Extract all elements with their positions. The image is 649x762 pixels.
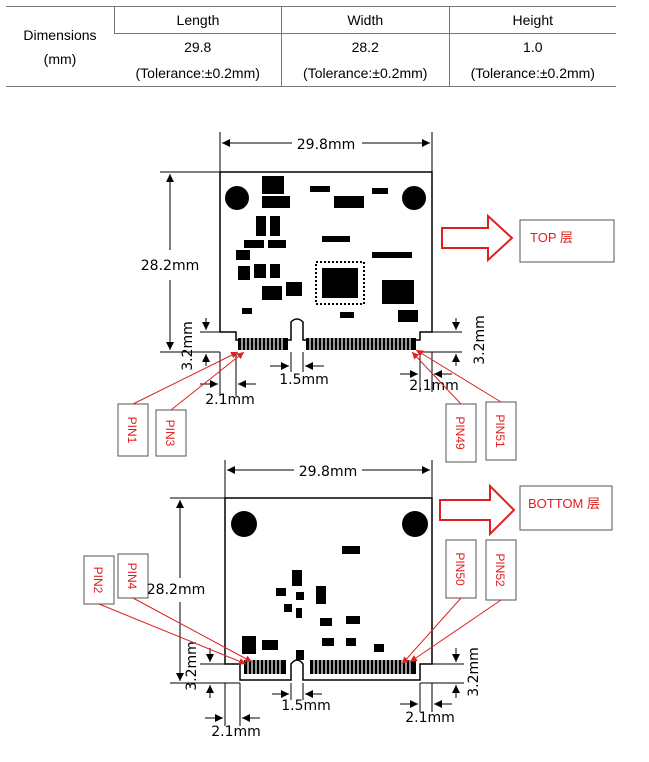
col-width-header: Width bbox=[280, 6, 450, 34]
height-tolerance: (Tolerance:±0.2mm) bbox=[448, 60, 616, 87]
pin2-box bbox=[83, 555, 115, 605]
width-tolerance: (Tolerance:±0.2mm) bbox=[280, 60, 450, 87]
pin3-box bbox=[155, 409, 187, 457]
length-tolerance: (Tolerance:±0.2mm) bbox=[114, 60, 282, 87]
unit-label: (mm) bbox=[43, 50, 77, 67]
top-right-edge-label: 3.2mm bbox=[472, 315, 488, 365]
bottom-right-offset-label: 2.1mm bbox=[405, 710, 455, 726]
top-left-offset-label: 2.1mm bbox=[205, 392, 255, 408]
pin52-label: PIN52 bbox=[493, 553, 507, 587]
col-height-header: Height bbox=[448, 6, 616, 34]
bottom-view: 29.8mm 28.2mm 3.2mm 3.2mm 1.5mm 2.1mm bbox=[83, 460, 613, 740]
bottom-left-edge-label: 3.2mm bbox=[184, 641, 200, 691]
col-length-header: Length bbox=[114, 6, 282, 34]
top-hole-right bbox=[402, 186, 426, 210]
top-main-chip bbox=[322, 268, 358, 298]
pin51-label: PIN51 bbox=[493, 414, 507, 448]
bottom-right-edge-label: 3.2mm bbox=[466, 647, 482, 697]
height-value: 1.0 bbox=[448, 33, 616, 60]
dimensions-label: Dimensions bbox=[23, 26, 97, 43]
pin3-label: PIN3 bbox=[163, 420, 177, 447]
length-value: 29.8 bbox=[184, 39, 212, 55]
pin49-label: PIN49 bbox=[453, 416, 467, 450]
top-layer-label: TOP 层 bbox=[530, 230, 573, 245]
top-width-label: 29.8mm bbox=[297, 137, 355, 153]
top-pins bbox=[238, 338, 416, 350]
top-components bbox=[236, 176, 418, 322]
top-hole-left bbox=[225, 186, 249, 210]
top-layer-box bbox=[519, 219, 615, 263]
dimensions-table: Dimensions (mm) Length Width Height 29.8… bbox=[6, 6, 616, 87]
dimensions-header-cell: Dimensions (mm) bbox=[6, 6, 115, 87]
pin4-box bbox=[117, 553, 149, 599]
pin50-box bbox=[445, 539, 477, 599]
top-left-edge-label: 3.2mm bbox=[180, 321, 196, 371]
width-value: 28.2 bbox=[280, 33, 450, 60]
top-right-offset-label: 2.1mm bbox=[409, 378, 459, 394]
bottom-left-offset-label: 2.1mm bbox=[211, 724, 261, 740]
bottom-board-outline bbox=[224, 497, 433, 681]
bottom-layer-label: BOTTOM 层 bbox=[528, 496, 600, 511]
pin1-box bbox=[117, 403, 149, 457]
pin1-label: PIN1 bbox=[125, 417, 139, 444]
bottom-height-label: 28.2mm bbox=[147, 582, 205, 598]
top-height-label: 28.2mm bbox=[141, 258, 199, 274]
pin50-label: PIN50 bbox=[453, 552, 467, 586]
bottom-components bbox=[242, 546, 384, 660]
bottom-layer-arrow bbox=[439, 483, 516, 537]
pin51-box bbox=[485, 401, 517, 461]
bottom-layer-box bbox=[519, 485, 613, 531]
pin4-label: PIN4 bbox=[125, 563, 139, 590]
top-gap-label: 1.5mm bbox=[279, 372, 329, 388]
bottom-gap-label: 1.5mm bbox=[281, 698, 331, 714]
top-layer-arrow bbox=[441, 213, 514, 263]
bottom-width-label: 29.8mm bbox=[299, 464, 357, 480]
bottom-hole-right bbox=[402, 511, 428, 537]
pin52-box bbox=[485, 539, 517, 601]
top-view: 29.8mm 28.2mm 3.2mm 3.2mm 1.5mm 2.1mm bbox=[117, 132, 615, 463]
pin2-label: PIN2 bbox=[91, 567, 105, 594]
bottom-hole-left bbox=[231, 511, 257, 537]
